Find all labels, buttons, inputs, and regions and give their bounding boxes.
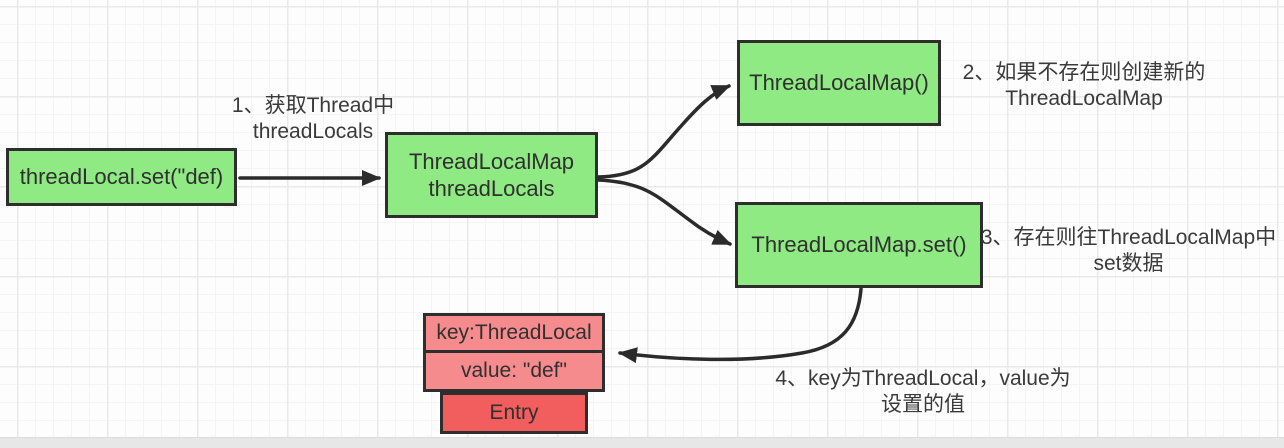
box-threadlocals-line2: threadLocals xyxy=(428,176,555,201)
note-3: 3、存在则往ThreadLocalMap中 set数据 xyxy=(973,225,1284,276)
note-1-line2: threadLocals xyxy=(252,119,374,143)
box-threadlocalmap-new-label: ThreadLocalMap() xyxy=(749,70,929,96)
bottom-strip xyxy=(0,437,1284,448)
entry-box: Entry xyxy=(440,392,588,434)
note-4-line2: 设置的值 xyxy=(881,392,965,416)
box-threadlocalmap-set-label: ThreadLocalMap.set() xyxy=(751,232,967,258)
box-threadlocalmap-set: ThreadLocalMap.set() xyxy=(735,202,983,288)
note-2-line1: 2、如果不存在则创建新的 xyxy=(962,61,1206,84)
entry-key-cell: key:ThreadLocal xyxy=(423,313,605,353)
entry-key-label: key:ThreadLocal xyxy=(436,320,592,344)
arrow-threadlocals-to-new-map xyxy=(596,84,731,179)
entry-value-label: value: "def" xyxy=(461,358,567,382)
note-4: 4、key为ThreadLocal，value为 设置的值 xyxy=(775,366,1071,417)
arrow-map-set-to-entry xyxy=(618,287,863,364)
note-2: 2、如果不存在则创建新的 ThreadLocalMap xyxy=(936,60,1232,111)
note-1-line1: 1、获取Thread中 xyxy=(231,94,395,117)
entry-box-label: Entry xyxy=(489,400,539,424)
box-threadlocal-set-label: threadLocal.set("def) xyxy=(19,164,224,190)
box-threadlocal-set: threadLocal.set("def) xyxy=(6,148,237,206)
note-1: 1、获取Thread中 threadLocals xyxy=(230,93,396,144)
entry-value-cell: value: "def" xyxy=(423,350,605,392)
note-2-line2: ThreadLocalMap xyxy=(1005,86,1163,110)
box-threadlocals-line1: ThreadLocalMap xyxy=(408,148,575,174)
box-threadlocals: ThreadLocalMap threadLocals xyxy=(385,132,598,218)
arrow-threadlocals-to-map-set xyxy=(596,178,732,246)
note-3-line2: set数据 xyxy=(1093,251,1164,275)
box-threadlocalmap-new: ThreadLocalMap() xyxy=(737,40,941,126)
note-3-line1: 3、存在则往ThreadLocalMap中 xyxy=(980,226,1277,249)
note-4-line1: 4、key为ThreadLocal，value为 xyxy=(775,367,1071,390)
